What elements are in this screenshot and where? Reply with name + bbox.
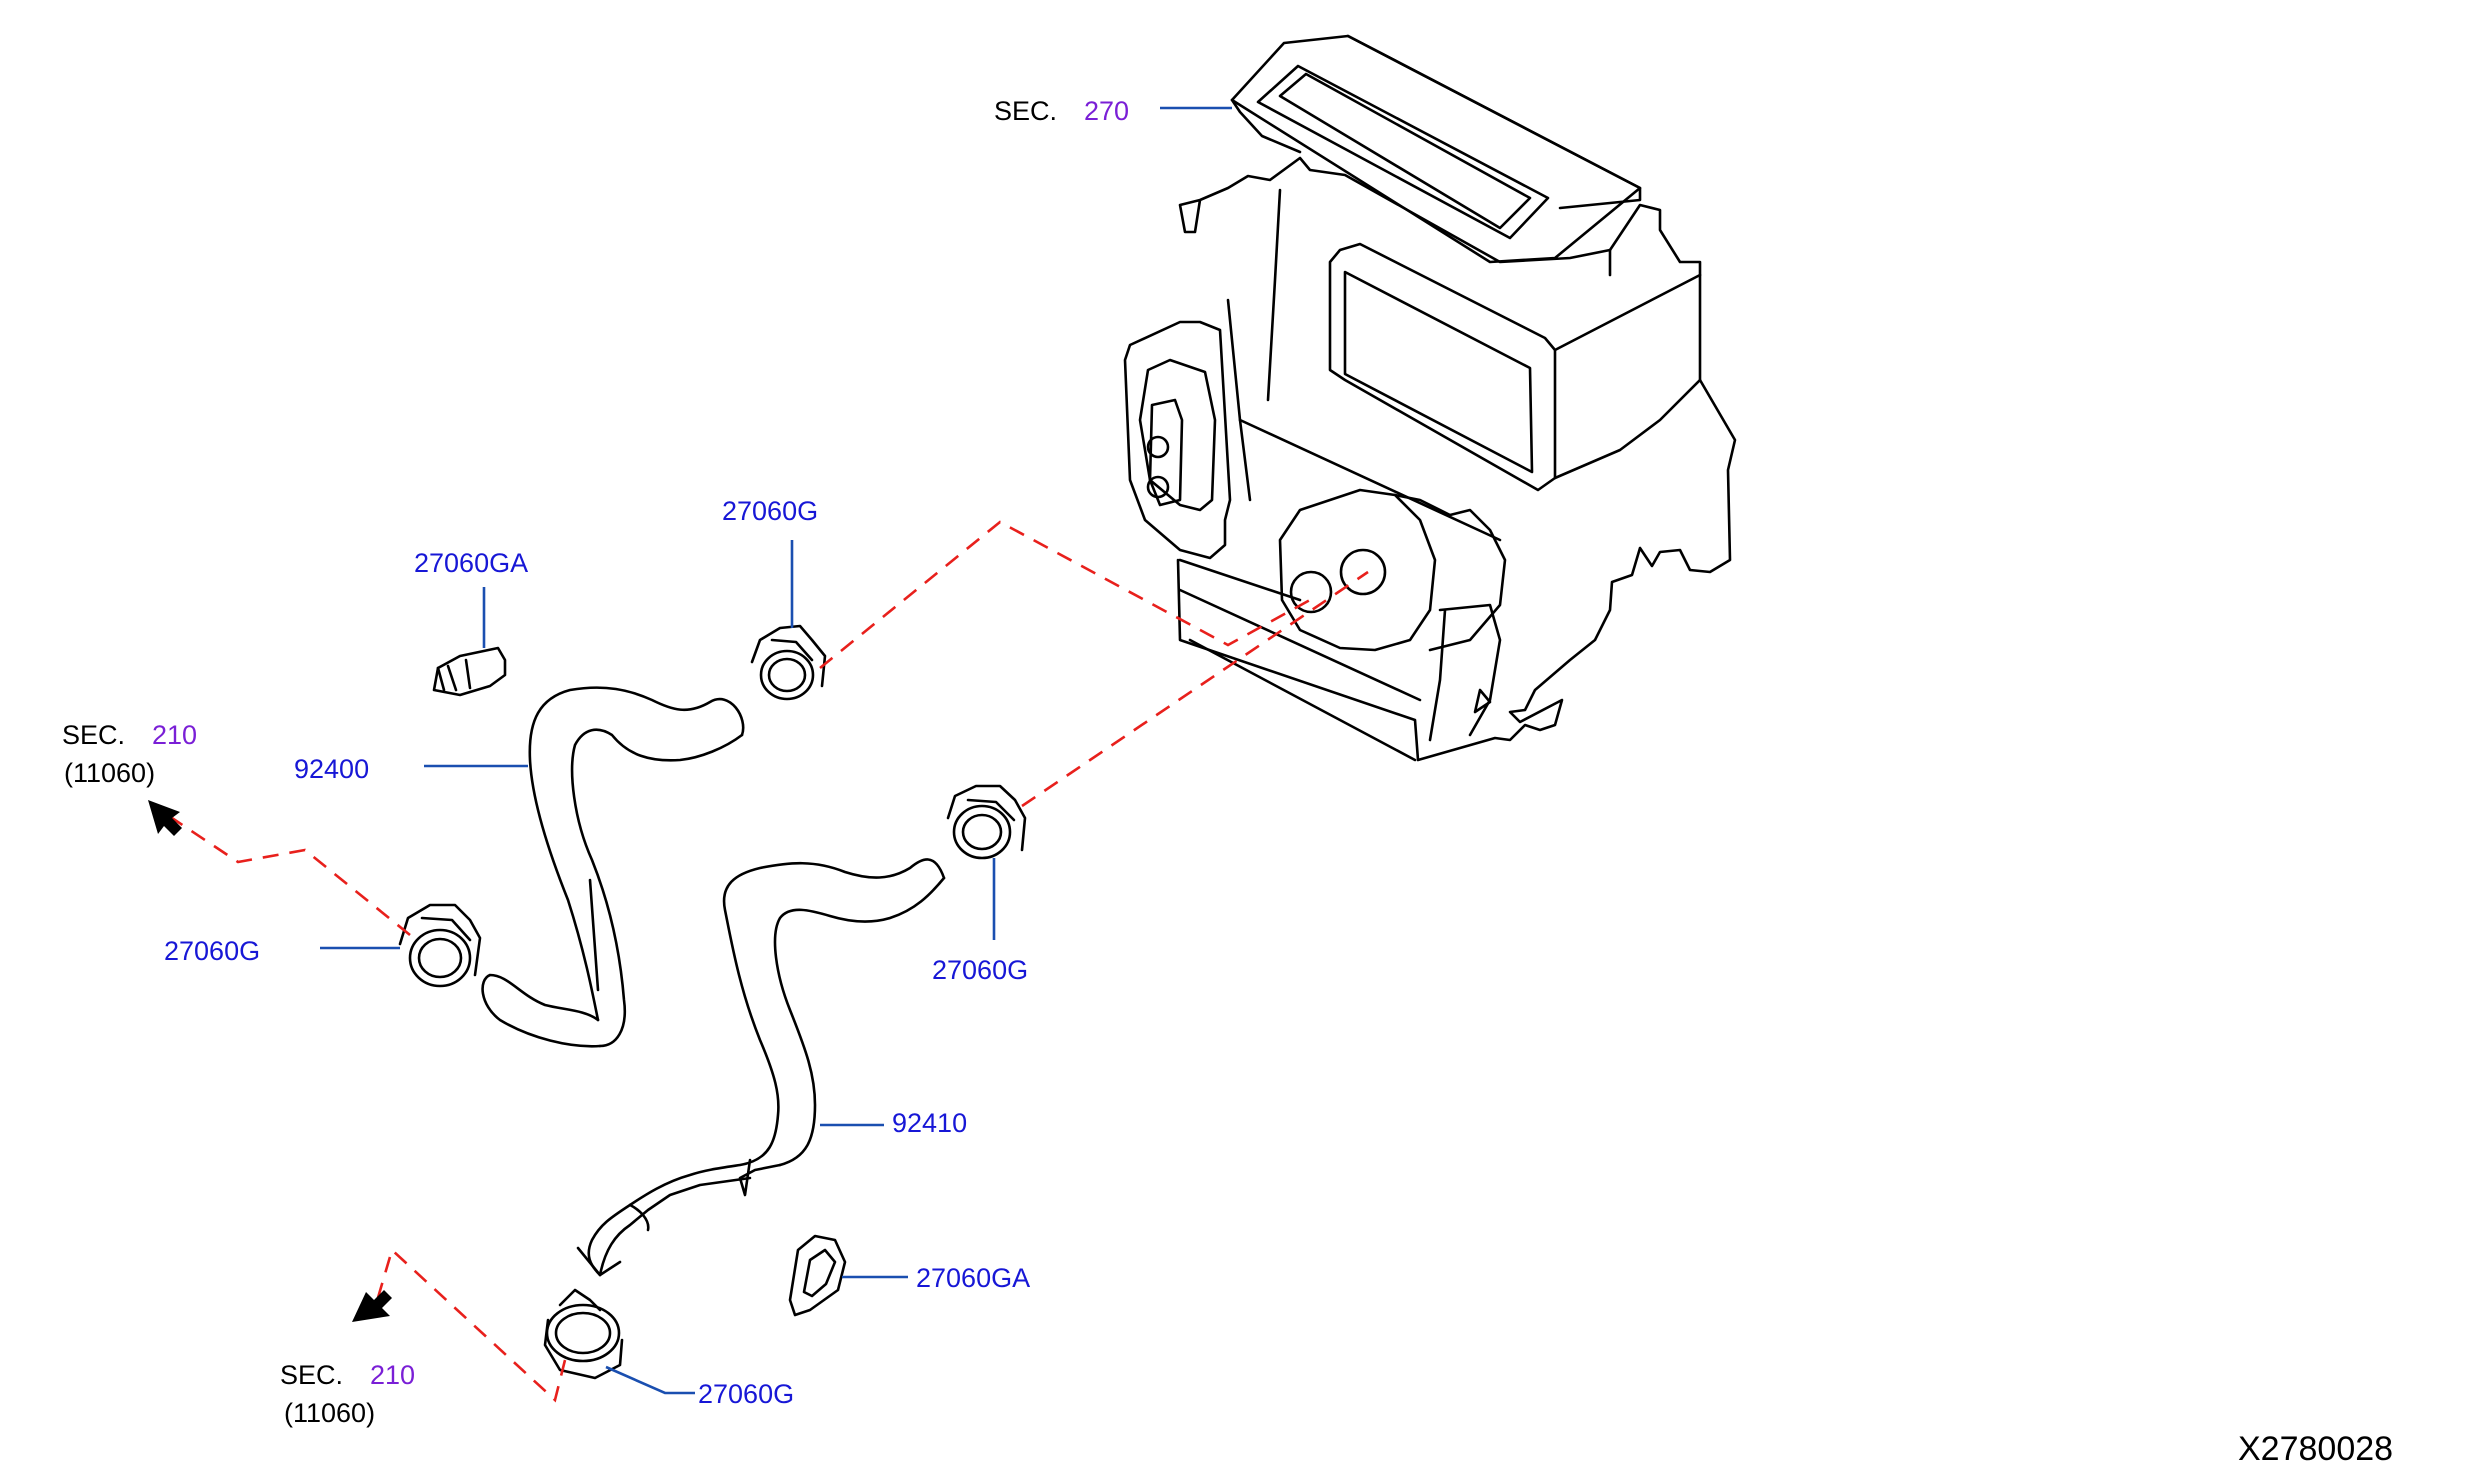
sec-label-engine-lower: SEC. [280, 1360, 343, 1390]
part-number-27060g-top[interactable]: 27060G [722, 496, 818, 526]
sec-number-engine-lower[interactable]: 210 [370, 1360, 415, 1390]
clip-27060ga-top [432, 646, 507, 697]
part-number-27060g-bottom[interactable]: 27060G [698, 1379, 794, 1409]
clip-27060g-left [398, 903, 482, 988]
sec-label-heater: SEC. [994, 96, 1057, 126]
part-number-27060ga-top[interactable]: 27060GA [414, 548, 528, 578]
heater-unit [1123, 34, 1737, 762]
hose-92400 [481, 686, 745, 1048]
leader-lines [320, 106, 1232, 1395]
part-number-27060g-left[interactable]: 27060G [164, 936, 260, 966]
sec-sub-engine-lower: (11060) [284, 1398, 375, 1428]
arrow-icon [352, 1290, 392, 1322]
sec-sub-engine-upper: (11060) [64, 758, 155, 788]
clip-27060ga-bottom [788, 1234, 847, 1317]
clip-27060g-bottom [543, 1288, 624, 1380]
sec-label-engine-upper: SEC. [62, 720, 125, 750]
hose-92410 [576, 858, 946, 1277]
clip-27060g-top [750, 624, 827, 701]
part-number-27060ga-bottom[interactable]: 27060GA [916, 1263, 1030, 1293]
part-number-92410[interactable]: 92410 [892, 1108, 967, 1138]
diagram-code: X2780028 [2238, 1430, 2393, 1468]
part-number-27060g-mid[interactable]: 27060G [932, 955, 1028, 985]
part-number-92400[interactable]: 92400 [294, 754, 369, 784]
sec-number-heater[interactable]: 270 [1084, 96, 1129, 126]
connection-lines [171, 520, 1369, 1403]
sec-number-engine-upper[interactable]: 210 [152, 720, 197, 750]
arrow-icon [148, 800, 182, 836]
clip-27060g-mid [946, 784, 1027, 860]
